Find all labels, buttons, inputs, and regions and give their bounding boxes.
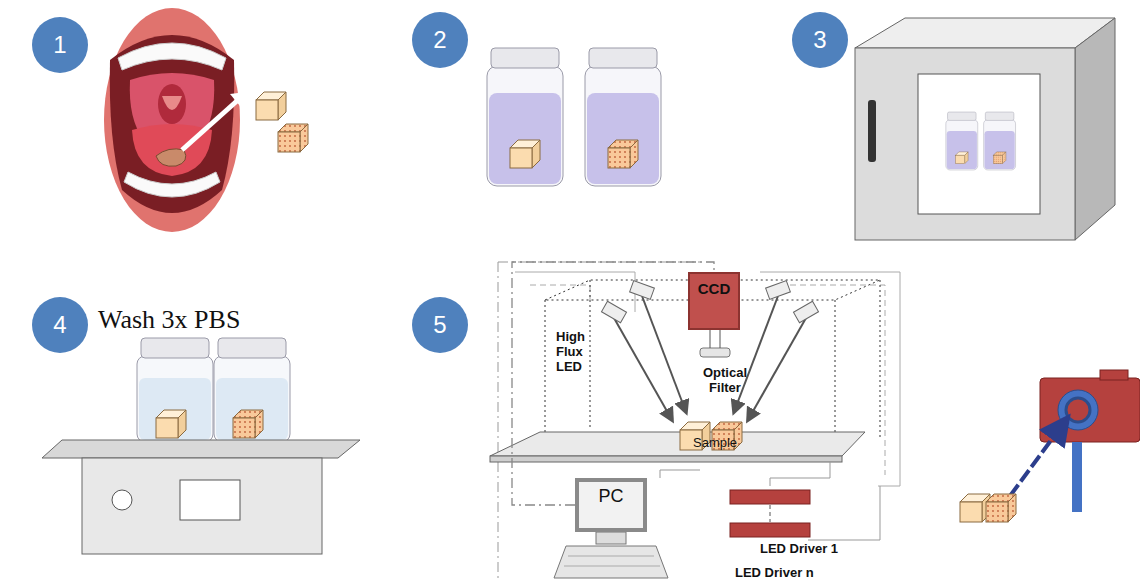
culture-jars	[487, 48, 661, 186]
node-text: PC	[579, 486, 643, 507]
label: Optical Filter	[692, 366, 758, 396]
node-text: 2	[433, 26, 446, 54]
callout-number: 4	[32, 297, 88, 353]
pc-monitor: PC	[575, 478, 647, 532]
node-text: 5	[433, 311, 446, 339]
camera	[960, 370, 1140, 522]
imaging-setup	[490, 262, 900, 578]
label: High Flux LED	[556, 330, 600, 375]
callout-number: 3	[792, 12, 848, 68]
ccd-camera: CCD	[688, 272, 740, 330]
mouth-illustration	[104, 8, 246, 232]
label: Wash 3x PBS	[98, 305, 318, 335]
callout-number: 5	[412, 297, 468, 353]
callout-number: 2	[412, 12, 468, 68]
shaker	[42, 338, 360, 554]
signal-wire	[512, 262, 714, 505]
callout-number: 1	[32, 17, 88, 73]
label: Sample	[693, 436, 763, 451]
label: LED Driver n	[735, 566, 845, 581]
incubator	[855, 18, 1115, 240]
label: LED Driver 1	[760, 542, 870, 557]
node-text: 1	[53, 31, 66, 59]
node-text: 4	[53, 311, 66, 339]
node-text: 3	[813, 26, 826, 54]
node-text: CCD	[690, 280, 738, 297]
